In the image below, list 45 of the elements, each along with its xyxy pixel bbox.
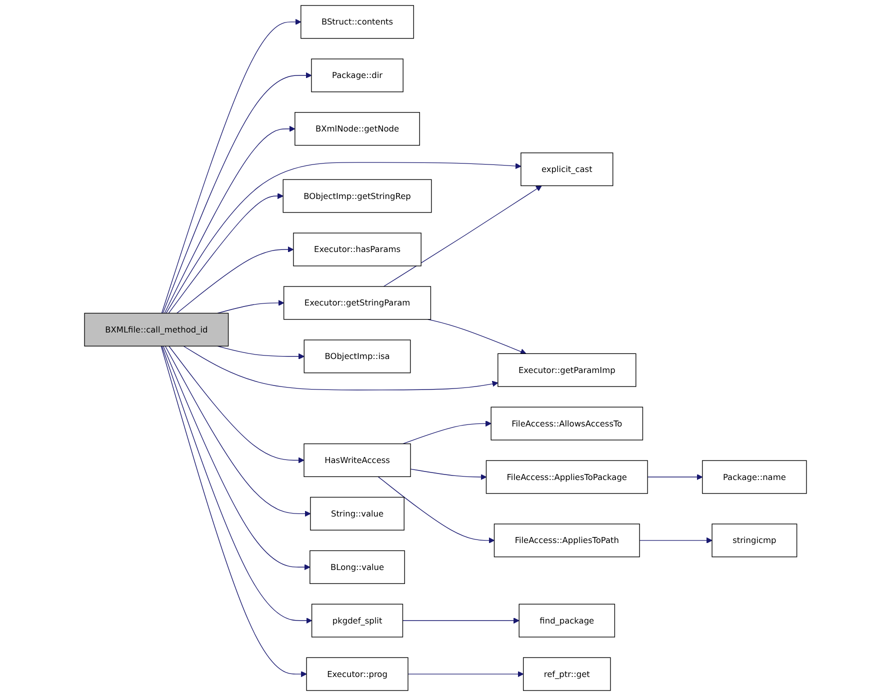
arrow xyxy=(428,319,526,354)
arrow xyxy=(378,476,495,544)
node-box: stringicmp xyxy=(712,524,798,558)
node-box: Package::dir xyxy=(311,58,404,92)
arrow xyxy=(217,300,284,314)
node-box: Executor::hasParams xyxy=(293,232,422,266)
node-box: HasWriteAccess xyxy=(304,443,411,478)
arrow xyxy=(160,346,307,678)
node-box: BXmlNode::getNode xyxy=(294,112,420,146)
arrow xyxy=(164,126,296,314)
node-box: Executor::getParamImp xyxy=(498,353,636,387)
arrow xyxy=(402,618,520,624)
node-box: BObjectImp::getStringRep xyxy=(282,179,432,213)
node-box: pkgdef_split xyxy=(311,604,404,638)
node-box: find_package xyxy=(518,604,616,638)
node-box: Executor::getStringParam xyxy=(283,286,432,320)
arrow xyxy=(164,346,311,517)
arrow xyxy=(183,346,498,390)
arrow xyxy=(162,346,310,570)
arrow xyxy=(162,72,312,314)
arrow xyxy=(402,420,492,444)
node-box: BLong::value xyxy=(310,550,405,584)
node-box: BStruct::contents xyxy=(300,5,414,39)
node-box: FileAccess::AppliesToPath xyxy=(494,524,640,558)
arrow xyxy=(647,474,703,480)
arrow xyxy=(168,346,304,464)
node-box: FileAccess::AppliesToPackage xyxy=(486,460,648,494)
node-box: ref_ptr::get xyxy=(523,657,611,691)
arrow xyxy=(162,346,312,624)
arrow xyxy=(161,18,302,314)
node-box: FileAccess::AllowsAccessTo xyxy=(490,406,644,440)
node-box: BXMLfile::call_method_id xyxy=(84,312,229,346)
arrow xyxy=(408,671,524,678)
arrow xyxy=(168,193,284,314)
node-box: Package::name xyxy=(702,460,807,494)
node-box: BObjectImp::isa xyxy=(304,340,411,374)
arrow xyxy=(217,346,304,360)
node-box: Executor::prog xyxy=(306,657,408,691)
node-box: String::value xyxy=(310,496,404,530)
arrow xyxy=(383,185,542,287)
node-box: explicit_cast xyxy=(520,152,614,186)
arrow xyxy=(166,162,522,314)
arrow xyxy=(410,468,487,480)
arrow xyxy=(176,246,294,314)
arrow xyxy=(639,537,712,544)
